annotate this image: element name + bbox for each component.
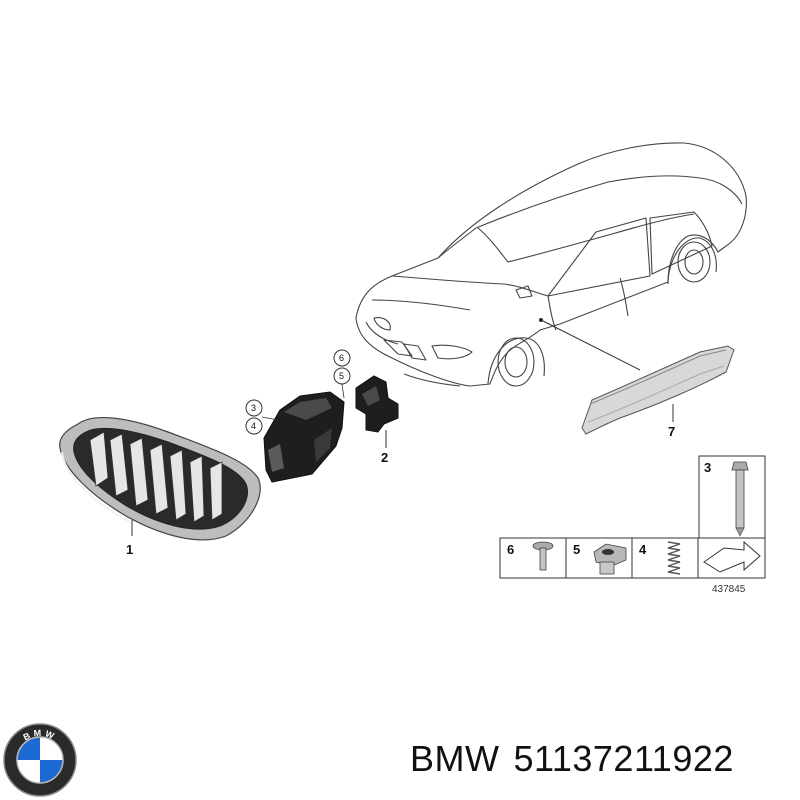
parts-box-label-6: 6 [507, 542, 514, 557]
trim-leader-line [540, 319, 641, 371]
callout-group-3-4: 3 4 [245, 399, 279, 435]
callout-4: 4 [251, 421, 256, 431]
brand-name: BMW [410, 738, 500, 779]
callout-3: 3 [251, 403, 256, 413]
spring-icon [667, 541, 681, 575]
part-number: 51137211922 [513, 738, 734, 779]
callout-6: 6 [339, 353, 344, 363]
logo-lettering: BMW [22, 728, 59, 743]
parts-box-label-4: 4 [639, 542, 647, 557]
grille-bracket-left [263, 391, 345, 483]
kidney-grille-part [59, 417, 261, 541]
parts-box-label-3: 3 [704, 460, 711, 475]
callout-1: 1 [126, 542, 133, 557]
callout-7: 7 [668, 424, 675, 439]
trim-strip-part [581, 345, 735, 435]
small-parts-table [499, 455, 766, 579]
car-outline [355, 142, 747, 387]
callout-group-5-6: 6 5 [333, 349, 351, 399]
long-screw-icon [731, 461, 749, 537]
brand-part-number: BMW 51137211922 [410, 738, 748, 780]
parts-box-label-5: 5 [573, 542, 580, 557]
bolt-icon [532, 541, 554, 571]
callout-5: 5 [339, 371, 344, 381]
marker-arrow-icon [703, 540, 761, 573]
diagram-reference-number: 437845 [712, 584, 746, 595]
callout-2: 2 [381, 450, 388, 465]
clip-nut-icon [593, 543, 627, 575]
bmw-logo: BMW [3, 723, 77, 797]
bracket-part-2 [355, 375, 399, 433]
